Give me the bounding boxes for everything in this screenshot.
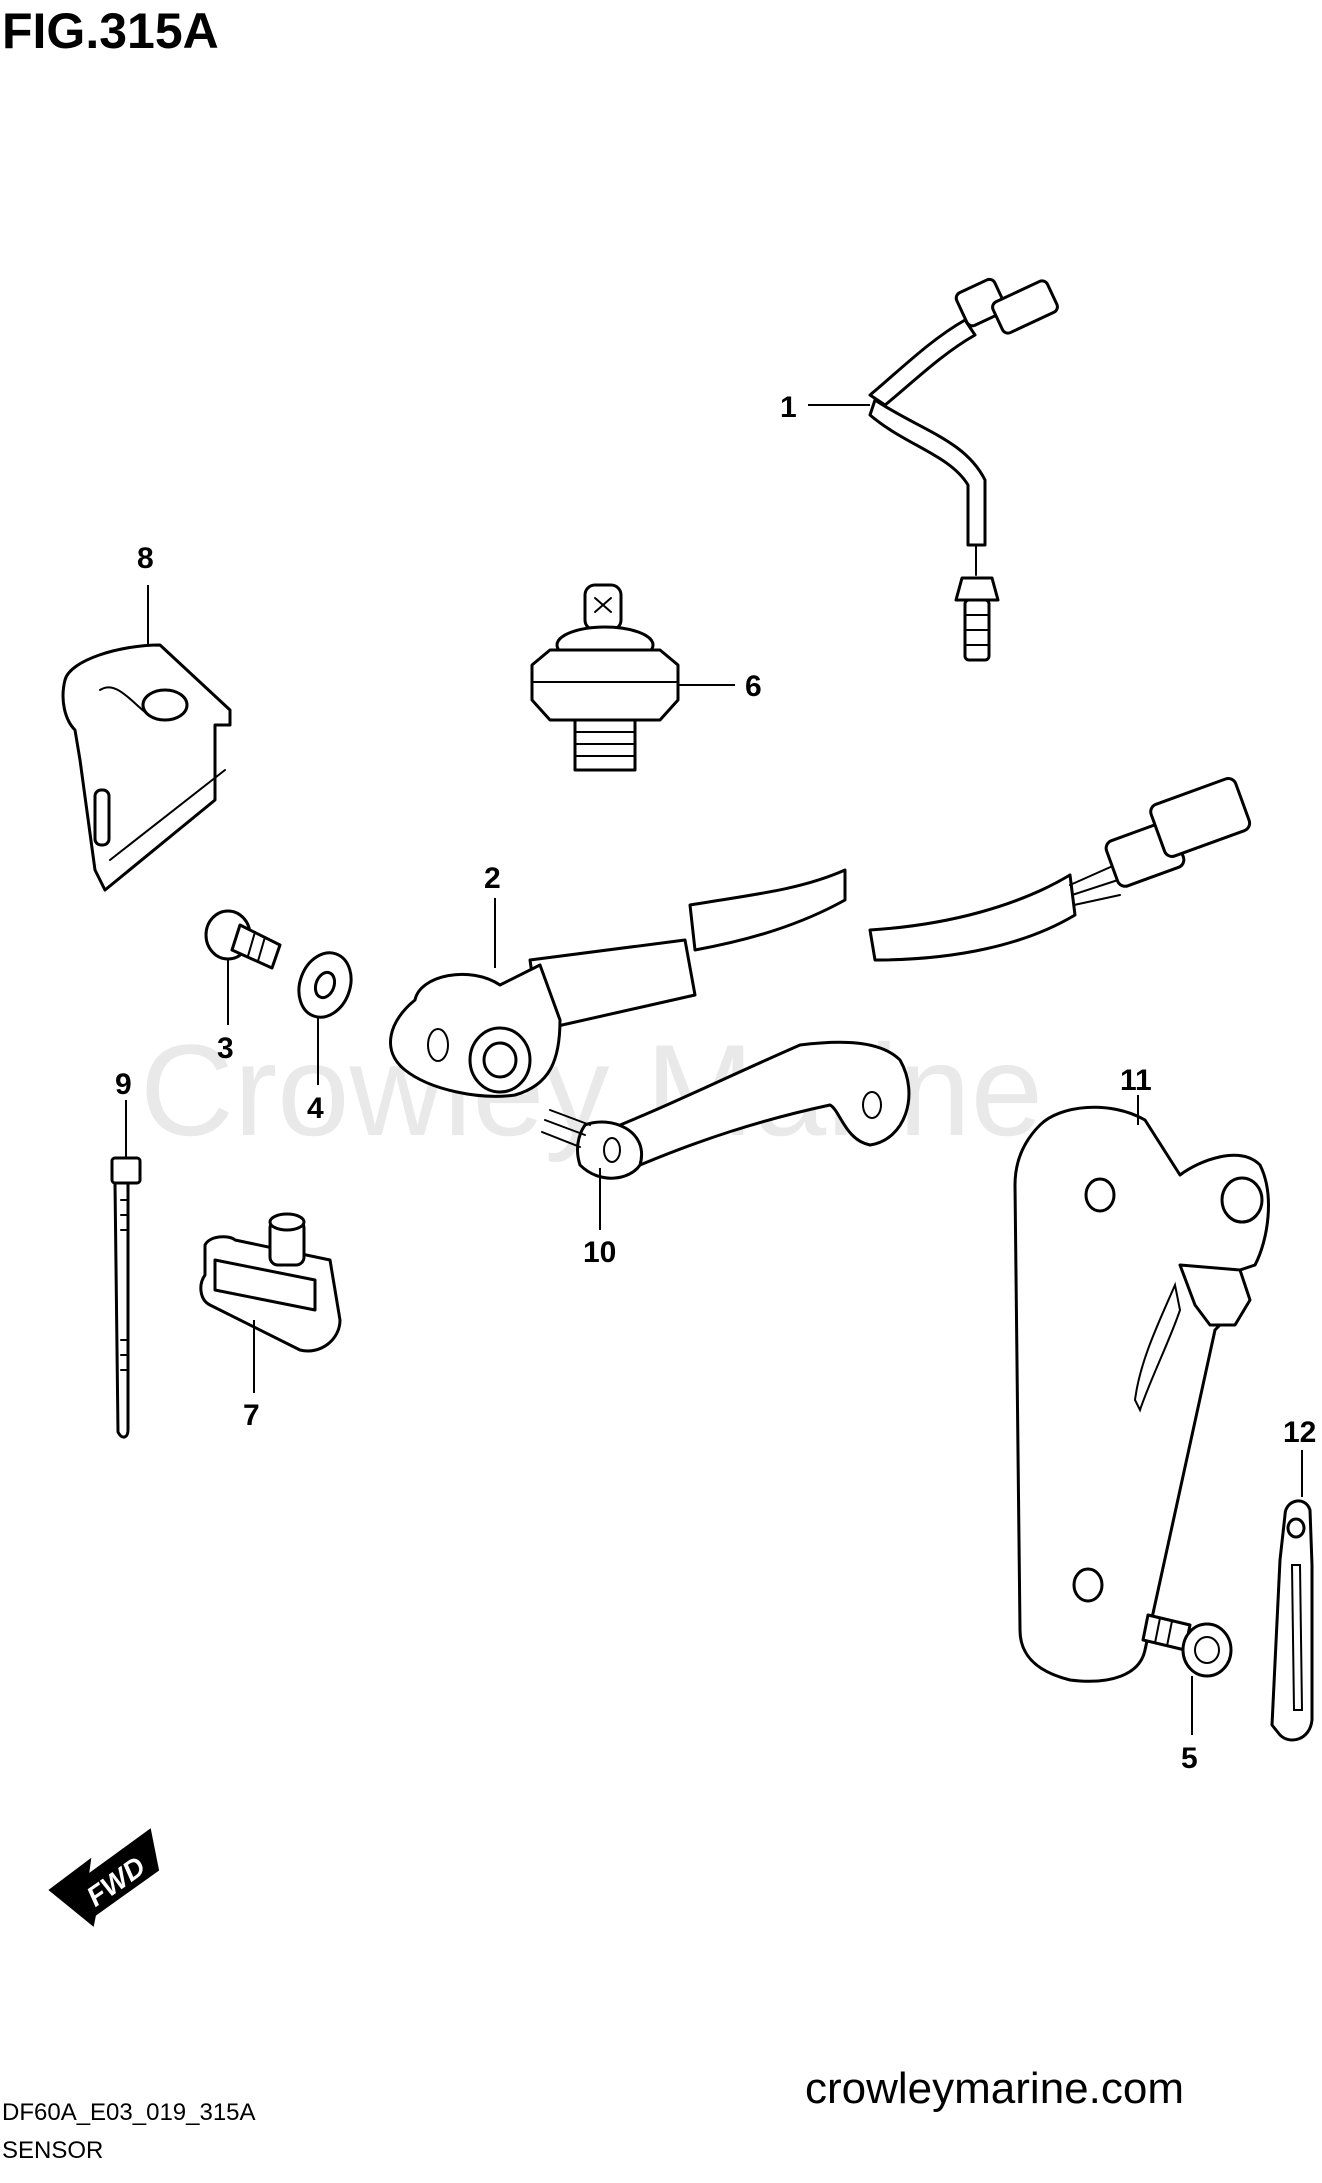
part-10-bracket[interactable] (541, 1040, 911, 1180)
callout-12: 12 (1283, 1416, 1316, 1449)
part-8-cover[interactable] (61, 643, 232, 892)
part-9-cable-tie[interactable] (110, 1156, 142, 1439)
figure-name: SENSOR (2, 2137, 103, 2164)
part-4-washer[interactable] (290, 945, 360, 1024)
part-2-sensor-harness[interactable] (389, 776, 1252, 1098)
callout-9: 9 (115, 1068, 132, 1101)
figure-title: FIG.315A (2, 3, 219, 59)
part-3-bolt[interactable] (204, 909, 282, 970)
callout-3: 3 (217, 1032, 234, 1065)
part-11-sensor-bracket[interactable] (1013, 1105, 1270, 1683)
callout-11: 11 (1120, 1064, 1152, 1097)
part-7-clamp[interactable] (199, 1212, 342, 1353)
callout-2: 2 (484, 862, 501, 895)
callout-4: 4 (307, 1092, 324, 1125)
callout-10: 10 (583, 1236, 616, 1269)
callout-8: 8 (137, 542, 154, 575)
callout-5: 5 (1181, 1742, 1198, 1775)
callout-6: 6 (745, 670, 762, 703)
callout-1: 1 (780, 391, 797, 424)
figure-code: DF60A_E03_019_315A (2, 2099, 256, 2126)
part-6-pressure-switch[interactable] (530, 583, 680, 772)
part-12-strap[interactable] (1270, 1499, 1314, 1742)
part-1-sensor-cable[interactable] (868, 277, 1059, 662)
fwd-arrow-icon: FWD (48, 1828, 160, 1927)
part-5-bolt[interactable] (1141, 1613, 1233, 1678)
website-url[interactable]: crowleymarine.com (805, 2064, 1184, 2113)
callout-7: 7 (243, 1399, 260, 1432)
